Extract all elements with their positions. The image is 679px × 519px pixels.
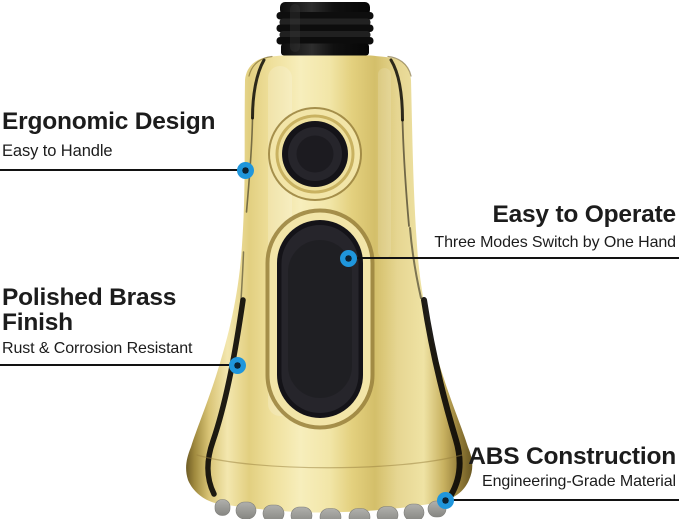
callout-line <box>447 498 679 502</box>
callout-subtitle: Engineering-Grade Material <box>482 473 676 490</box>
callout-abs-construction: ABS Construction Engineering-Grade Mater… <box>468 444 676 492</box>
threaded-connector <box>276 2 374 56</box>
callout-subtitle: Easy to Handle <box>2 142 113 160</box>
callout-title: ABS Construction <box>468 443 676 470</box>
callout-dot <box>236 161 254 179</box>
callout-easy-to-operate: Easy to Operate Three Modes Switch by On… <box>434 201 676 253</box>
callout-line <box>0 363 238 367</box>
callout-line <box>0 168 245 172</box>
callout-subtitle: Three Modes Switch by One Hand <box>434 234 676 251</box>
round-mode-button <box>268 107 362 201</box>
pill-mode-button <box>265 208 375 430</box>
callout-subtitle: Rust & Corrosion Resistant <box>2 340 193 357</box>
callout-dot <box>437 491 454 509</box>
callout-title: Ergonomic Design <box>2 108 216 135</box>
callout-title: Polished Brass Finish <box>2 284 177 336</box>
callout-dot <box>229 356 246 374</box>
callout-title: Easy to Operate <box>492 201 676 228</box>
callout-line <box>350 256 679 260</box>
callout-polished-brass-finish: Polished Brass Finish Rust & Corrosion R… <box>2 284 228 359</box>
callout-ergonomic-design: Ergonomic Design Easy to Handle <box>2 108 215 161</box>
callout-dot <box>339 249 357 267</box>
